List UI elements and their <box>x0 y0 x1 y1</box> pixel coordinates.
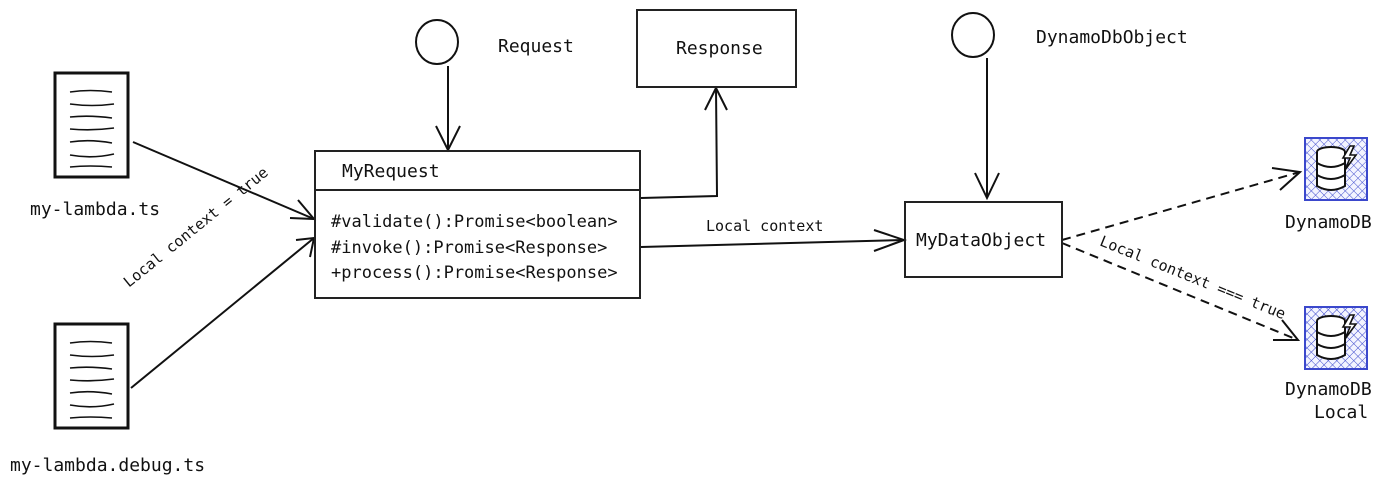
lambda-file-icon <box>53 71 130 179</box>
dynamodb-icon <box>1304 137 1368 201</box>
class-to-response-arrow <box>640 85 728 199</box>
class-method: +process():Promise<Response> <box>331 263 618 283</box>
debug-file-label: my-lambda.debug.ts <box>10 455 206 476</box>
class-method: #invoke():Promise<Response> <box>331 238 608 258</box>
data-to-dynamodb-local-arrow <box>1061 242 1301 341</box>
dynamodb-object-icon <box>951 12 995 58</box>
dynamodb-local-label-line2: Local <box>1314 402 1369 423</box>
dynamodb-local-icon <box>1304 306 1368 370</box>
request-to-data-edge-label: Local context <box>706 217 824 235</box>
debug-file-icon <box>53 322 130 430</box>
response-box: Response <box>636 9 797 88</box>
request-object-icon <box>415 19 459 65</box>
dynamodb-local-label: DynamoDB <box>1285 379 1372 400</box>
dynamodb-object-to-data-arrow <box>974 58 1000 201</box>
dynamodb-label: DynamoDB <box>1285 212 1372 233</box>
data-object-label: MyDataObject <box>916 230 1047 251</box>
request-label: Request <box>498 36 574 57</box>
class-divider <box>316 189 639 191</box>
request-to-class-arrow <box>435 66 461 153</box>
data-object-box: MyDataObject <box>904 201 1063 278</box>
response-label: Response <box>676 38 763 59</box>
lambda-file-label: my-lambda.ts <box>30 199 161 220</box>
dynamodb-object-label: DynamoDbObject <box>1036 27 1188 48</box>
class-method: #validate():Promise<boolean> <box>331 212 618 232</box>
data-to-dynamodb-arrow <box>1061 167 1303 241</box>
class-box: MyRequest #validate():Promise<boolean> #… <box>314 150 641 299</box>
class-title: MyRequest <box>342 161 440 182</box>
